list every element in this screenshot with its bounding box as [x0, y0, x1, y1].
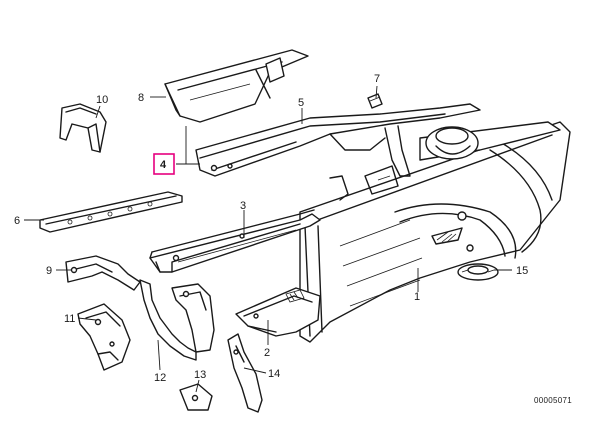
- callout-5[interactable]: 5: [298, 97, 304, 109]
- callout-13[interactable]: 13: [194, 369, 206, 381]
- callout-label-9: 9: [46, 265, 52, 277]
- callout-label-6: 6: [14, 215, 20, 227]
- callout-2[interactable]: 2: [264, 347, 270, 359]
- part-10-bracket[interactable]: [59, 103, 107, 153]
- part-7-bolt[interactable]: [367, 93, 383, 109]
- callout-6[interactable]: 6: [14, 215, 20, 227]
- callout-12[interactable]: 12: [154, 372, 166, 384]
- callout-4[interactable]: 4: [153, 153, 175, 175]
- callout-14[interactable]: 14: [268, 368, 280, 380]
- part-9-bracket[interactable]: [65, 255, 141, 291]
- part-15-grommet[interactable]: [457, 263, 499, 281]
- callout-15[interactable]: 15: [516, 265, 528, 277]
- part-12-curved-support[interactable]: [139, 279, 215, 361]
- callout-11[interactable]: 11: [64, 313, 75, 325]
- catalog-number: 00005071: [534, 396, 572, 405]
- callout-label-15: 15: [516, 265, 528, 277]
- part-3-lower-rail[interactable]: [149, 209, 321, 273]
- part-14-bracket[interactable]: [227, 333, 263, 413]
- part-13-tab[interactable]: [179, 383, 213, 411]
- callout-4-highlight-box: [153, 153, 175, 175]
- callout-label-12: 12: [154, 372, 166, 384]
- callout-7[interactable]: 7: [374, 73, 380, 85]
- callout-1[interactable]: 1: [414, 291, 420, 303]
- callout-label-10: 10: [96, 94, 108, 106]
- part-1-floor-panel[interactable]: [299, 121, 571, 343]
- callout-9[interactable]: 9: [46, 265, 52, 277]
- callout-label-7: 7: [374, 73, 380, 85]
- callout-8[interactable]: 8: [138, 92, 144, 104]
- leader-lines: [24, 85, 512, 393]
- callout-label-11: 11: [64, 313, 75, 325]
- part-2-floor-plate[interactable]: [235, 287, 321, 337]
- callout-label-4: 4: [160, 159, 167, 171]
- callout-label-1: 1: [414, 291, 420, 303]
- callout-label-13: 13: [194, 369, 206, 381]
- part-11-bracket[interactable]: [77, 303, 131, 371]
- callout-3[interactable]: 3: [240, 200, 246, 212]
- part-5-upper-rail[interactable]: [195, 103, 481, 201]
- callout-label-5: 5: [298, 97, 304, 109]
- callout-label-8: 8: [138, 92, 144, 104]
- callout-10[interactable]: 10: [96, 94, 108, 106]
- callout-label-3: 3: [240, 200, 246, 212]
- callout-label-14: 14: [268, 368, 280, 380]
- callout-label-2: 2: [264, 347, 270, 359]
- part-6-reinforcement-strip[interactable]: [39, 191, 183, 233]
- part-8-upper-bracket[interactable]: [164, 49, 309, 123]
